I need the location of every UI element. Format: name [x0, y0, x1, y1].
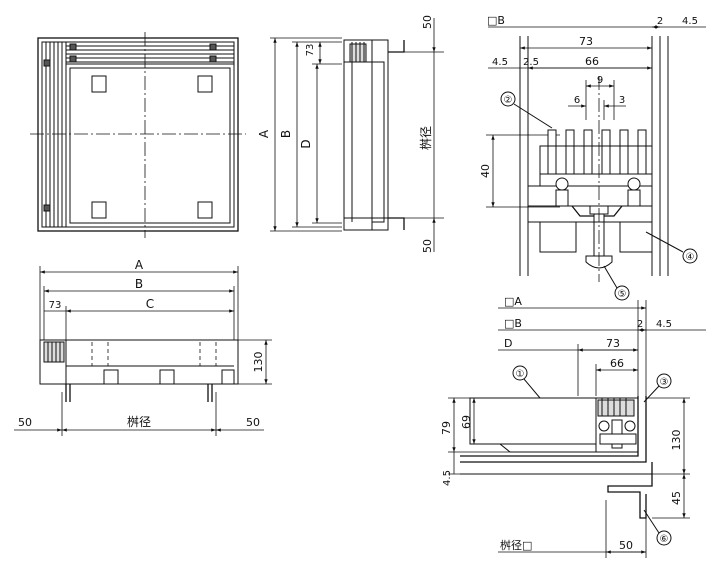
dim-73-section: 73 — [606, 337, 620, 350]
dim-130-front: 130 — [252, 352, 265, 373]
dim-79-section: 79 — [440, 421, 453, 435]
dim-2-top: 2 — [657, 16, 663, 27]
sq-A-label: □A — [504, 295, 522, 308]
front-view-dimensions: A B C 73 — [39, 258, 239, 340]
dim-50-front-right: 50 — [246, 416, 260, 429]
pit-size-front-label: 桝径 — [127, 414, 151, 429]
dim-50-section: 50 — [619, 539, 633, 552]
dim-2-5-detail: 2.5 — [523, 57, 539, 68]
dim-2-section: 2 — [637, 319, 643, 330]
dim-66-detail: 66 — [585, 55, 599, 68]
sq-B-section-label: □B — [504, 317, 522, 330]
detail-top: ② ④ ⑤ — [500, 36, 698, 301]
front-view: 130 50 桝径 50 — [14, 339, 272, 436]
dim-50-front-left: 50 — [18, 416, 32, 429]
grating-left — [41, 41, 67, 228]
dim-69-section: 69 — [460, 415, 473, 429]
balloon-3: ③ — [660, 377, 669, 388]
dim-label-D-section: D — [504, 337, 512, 350]
dim-40-detail: 40 — [479, 164, 492, 178]
dim-label-B-front: B — [135, 277, 143, 291]
dim-45-section: 45 — [670, 491, 683, 505]
dim-66-section: 66 — [610, 357, 624, 370]
balloon-4: ④ — [686, 252, 695, 263]
pit-size-vertical-label: 桝径 — [418, 126, 433, 150]
dim-6-detail: 6 — [574, 95, 580, 106]
dim-4-5-detail: 4.5 — [492, 57, 508, 68]
balloon-2: ② — [504, 95, 513, 106]
dim-130-section: 130 — [670, 430, 683, 451]
section-dimensions: □A □B 2 4.5 D 73 66 79 69 4.5 130 45 — [440, 295, 706, 558]
balloon-5: ⑤ — [618, 289, 627, 300]
dim-label-A: A — [257, 129, 271, 138]
dim-73-front: 73 — [49, 300, 62, 311]
side-view-dimensions: A B D 73 — [257, 37, 342, 232]
dim-50-top: 50 — [421, 15, 434, 29]
dim-label-B: B — [279, 130, 293, 138]
plan-view — [30, 32, 246, 238]
dim-4-5-vertical: 4.5 — [442, 470, 453, 486]
dim-label-A-front: A — [135, 258, 144, 272]
balloon-6: ⑥ — [660, 534, 669, 545]
balloon-1: ① — [516, 369, 525, 380]
sq-B-top-label: □B — [487, 14, 505, 27]
pit-size-sq-label: 桝径□ — [500, 538, 532, 552]
section-view: ① ③ ⑥ — [460, 365, 672, 546]
dim-73-vertical: 73 — [305, 44, 316, 57]
dim-label-D: D — [299, 139, 313, 148]
detail-top-dimensions: □B 2 4.5 73 4.5 2.5 66 9 6 3 40 — [479, 14, 706, 208]
dim-50-bottom: 50 — [421, 239, 434, 253]
dim-3-detail: 3 — [619, 95, 625, 106]
dim-73-detail: 73 — [579, 35, 593, 48]
grating-top — [65, 41, 235, 65]
dim-label-C-front: C — [146, 297, 154, 311]
side-view: 50 50 桝径 — [343, 15, 444, 253]
dim-4-5-top: 4.5 — [682, 16, 698, 27]
dim-9-detail: 9 — [597, 75, 603, 86]
dim-4-5-section: 4.5 — [656, 319, 672, 330]
